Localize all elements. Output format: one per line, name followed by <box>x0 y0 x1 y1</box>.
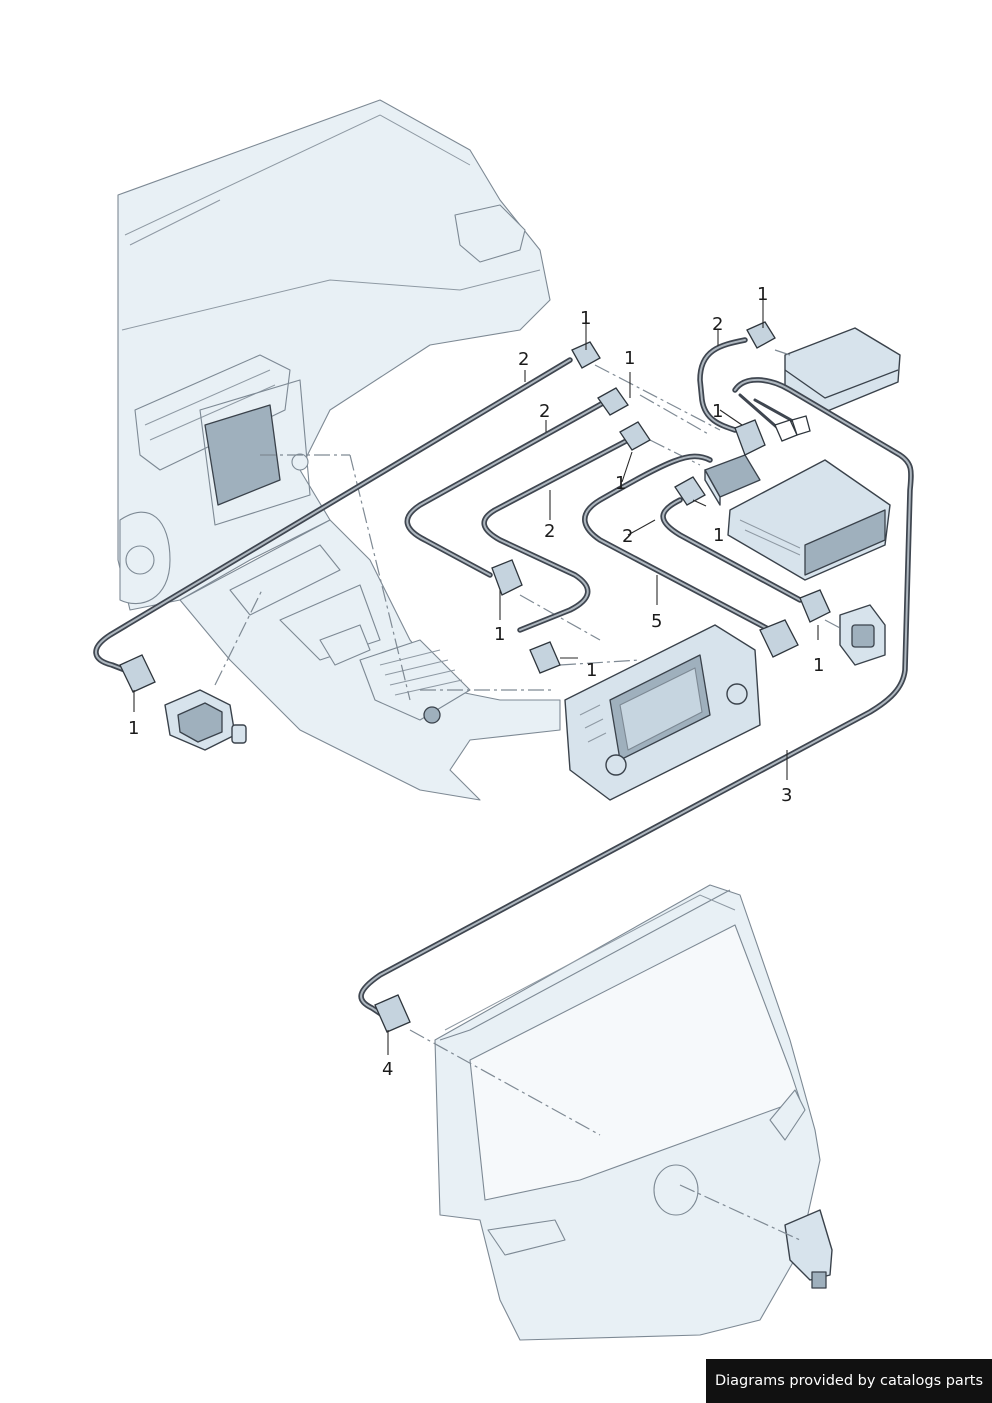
callout-1-socket: 1 <box>813 655 824 676</box>
antenna-amplifier <box>164 689 247 751</box>
callout-1-center: 1 <box>615 473 626 494</box>
callout-2-lower: 2 <box>622 526 633 547</box>
callout-1-amplifier: 1 <box>128 718 139 739</box>
usb-aux-socket <box>839 604 886 666</box>
callout-1-left-lower: 1 <box>494 624 505 645</box>
cables <box>93 337 914 1023</box>
callout-1-mid-top: 1 <box>624 348 635 369</box>
callout-4: 4 <box>382 1059 393 1080</box>
callout-2-mid-left: 2 <box>539 401 550 422</box>
assembly-lines <box>214 349 841 1241</box>
callout-1-top-right: 1 <box>757 284 768 305</box>
callout-1-near-harness: 1 <box>712 401 723 422</box>
tailgate-illustration <box>434 884 833 1341</box>
callout-1-head-unit: 1 <box>586 660 597 681</box>
dashboard-illustration <box>117 99 551 611</box>
center-console-illustration <box>179 519 561 801</box>
callout-2-top-right: 2 <box>712 314 723 335</box>
radio-head-unit <box>564 624 761 801</box>
multi-plug-block <box>704 454 761 506</box>
callout-5: 5 <box>651 611 662 632</box>
leader-lines <box>133 300 819 1055</box>
callout-2-top-left: 2 <box>518 349 529 370</box>
footer-credit-text: Diagrams provided by catalogs parts <box>714 1373 984 1389</box>
footer-credit-banner: Diagrams provided by catalogs parts <box>706 1359 992 1403</box>
callout-3: 3 <box>781 785 792 806</box>
navigation-unit <box>727 459 891 581</box>
callout-1-top: 1 <box>580 308 591 329</box>
callout-2-center: 2 <box>544 521 555 542</box>
connectors <box>119 321 831 1033</box>
callout-1-nav-unit: 1 <box>713 525 724 546</box>
callout-labels: 1 1 1 1 1 1 1 1 1 1 1 2 2 2 2 2 2 3 4 5 <box>128 284 824 1080</box>
